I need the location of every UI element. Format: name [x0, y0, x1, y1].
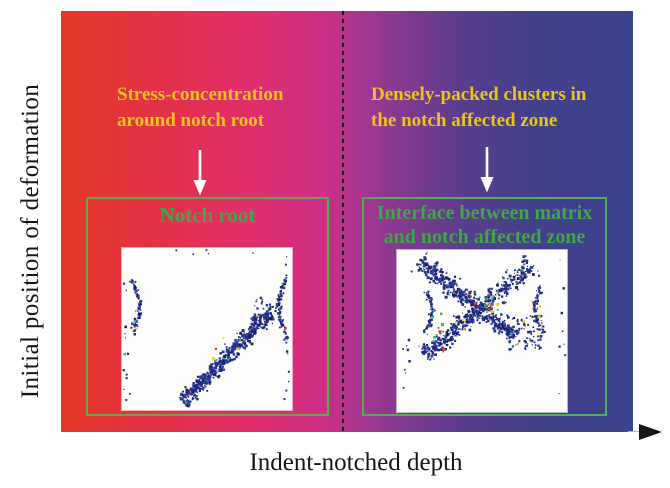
down-arrow-icon-left: [193, 150, 207, 196]
right-heading-line2: the notch affected zone: [371, 110, 558, 131]
zone-divider-dashed-line: [342, 11, 344, 432]
gradient-panel: Stress-concentration around notch root D…: [61, 11, 633, 432]
right-heading-line1: Densely-packed clusters in: [371, 84, 587, 105]
y-axis-label: Initial position of deformation: [17, 83, 44, 399]
notch-root-scatter-svg: [122, 249, 290, 408]
x-axis-label: Indent-notched depth: [249, 449, 463, 476]
interface-box-title-line2: and notch affected zone: [383, 226, 586, 248]
notch-root-box: Notch root: [86, 197, 329, 416]
interface-scatter-image: [397, 250, 567, 412]
interface-scatter-svg: [402, 251, 567, 395]
interface-box: Interface between matrix and notch affec…: [362, 197, 607, 416]
x-axis-arrowhead-icon: [639, 424, 662, 440]
interface-box-title: Interface between matrix and notch affec…: [364, 201, 605, 249]
left-heading-line1: Stress-concentration: [117, 84, 284, 105]
down-arrow-icon-right: [480, 147, 494, 193]
right-region-heading: Densely-packed clusters in the notch aff…: [371, 82, 586, 134]
interface-box-title-line1: Interface between matrix: [376, 202, 593, 224]
notch-root-box-title: Notch root: [159, 203, 256, 227]
notch-root-scatter-image: [122, 248, 292, 410]
x-axis-line: [628, 431, 644, 432]
left-heading-line2: around notch root: [117, 110, 265, 131]
left-region-heading: Stress-concentration around notch root: [117, 82, 283, 134]
